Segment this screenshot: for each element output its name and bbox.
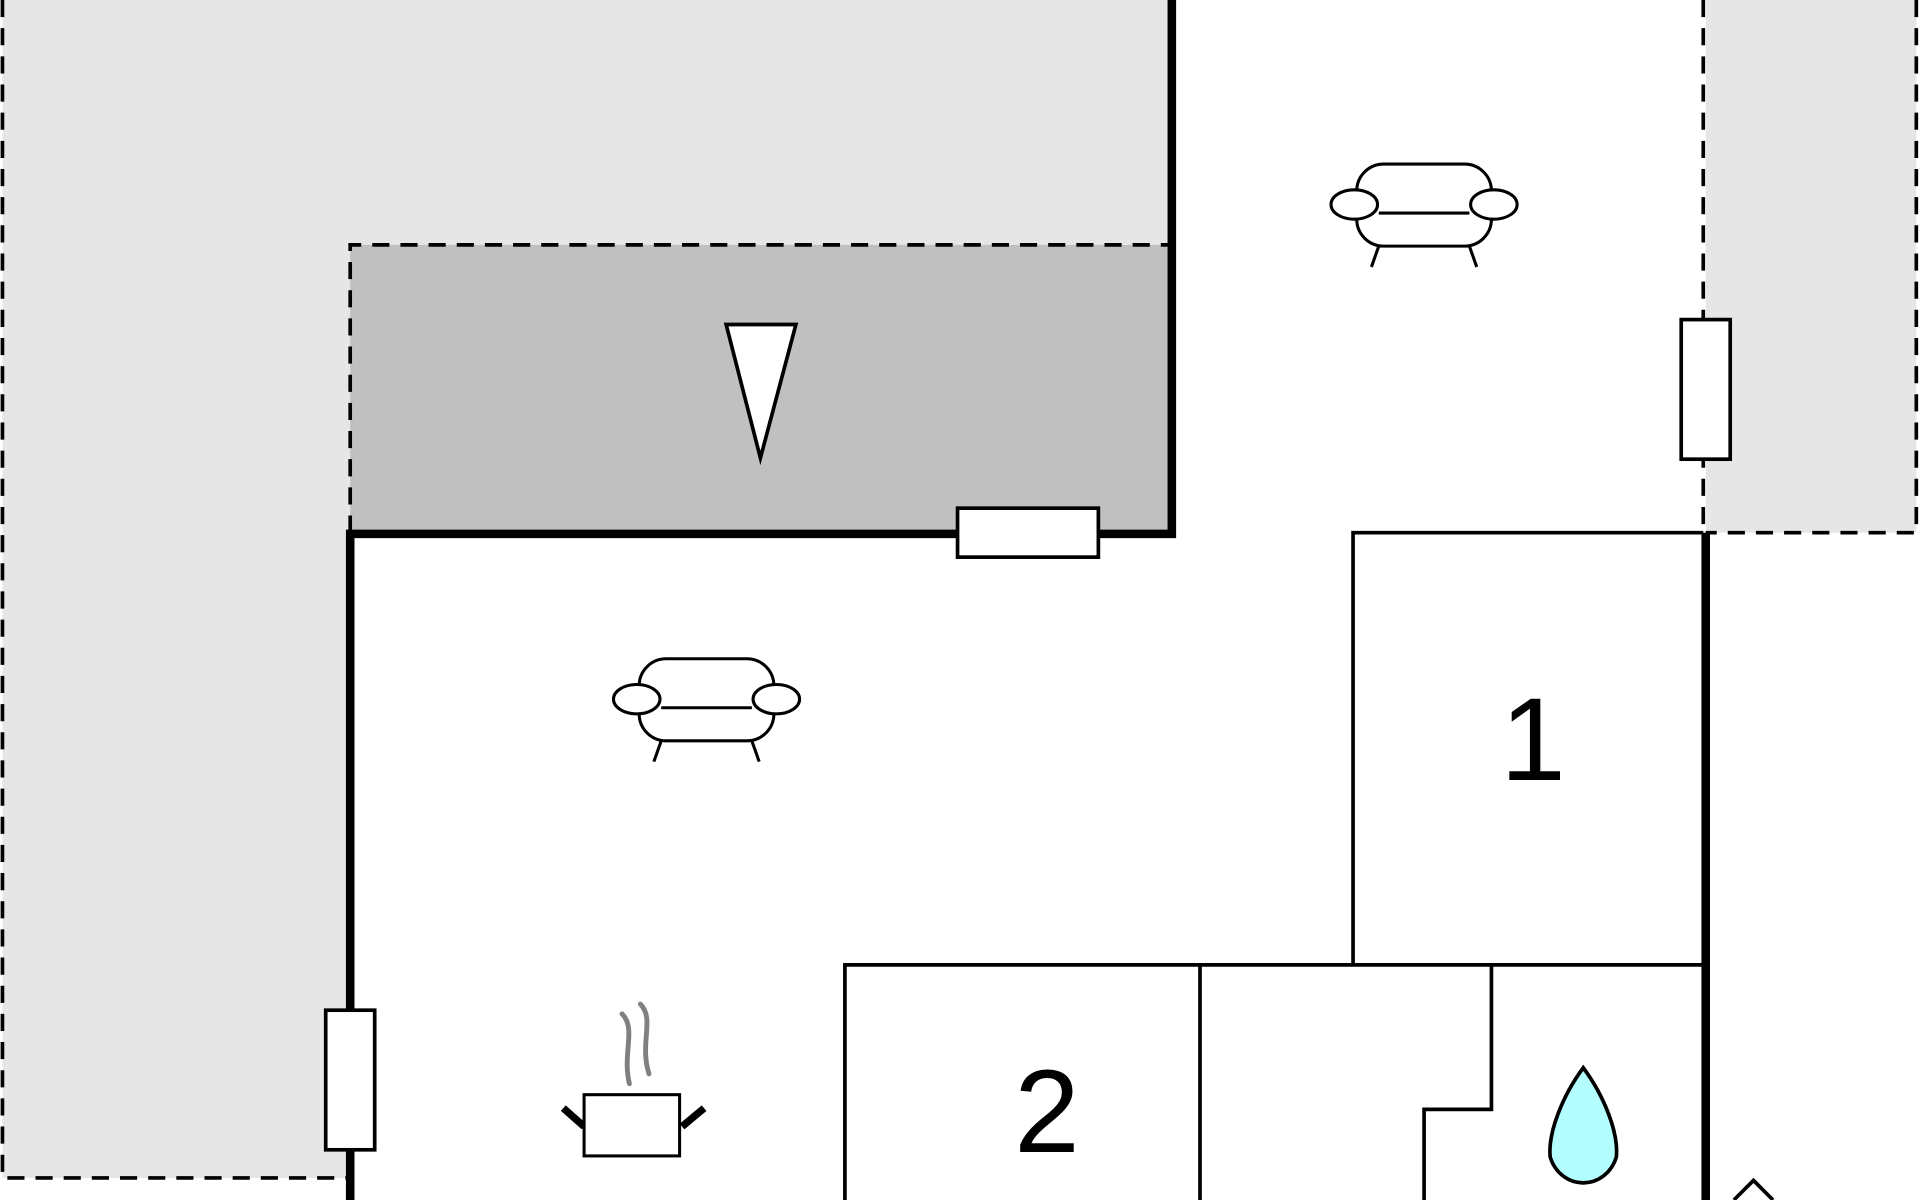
exterior-walls xyxy=(345,0,1710,1200)
sofa-icon xyxy=(611,657,802,763)
window xyxy=(1679,317,1733,462)
cooking-pot-icon xyxy=(560,1001,707,1158)
room-label-1: 1 xyxy=(1500,674,1565,805)
outdoor-area-left xyxy=(0,0,1171,1180)
windows xyxy=(323,317,1733,1152)
outdoor-area-right xyxy=(1701,0,1919,535)
water-drop-icon xyxy=(1548,1064,1619,1185)
sofa-icon xyxy=(1329,162,1519,268)
interior-walls xyxy=(843,530,1704,1200)
window xyxy=(323,1008,377,1152)
room-label-2: 2 xyxy=(1014,1046,1079,1177)
window xyxy=(955,506,1101,559)
entrance-icon xyxy=(1732,1177,1775,1200)
terrace-arrow-icon xyxy=(723,322,799,466)
